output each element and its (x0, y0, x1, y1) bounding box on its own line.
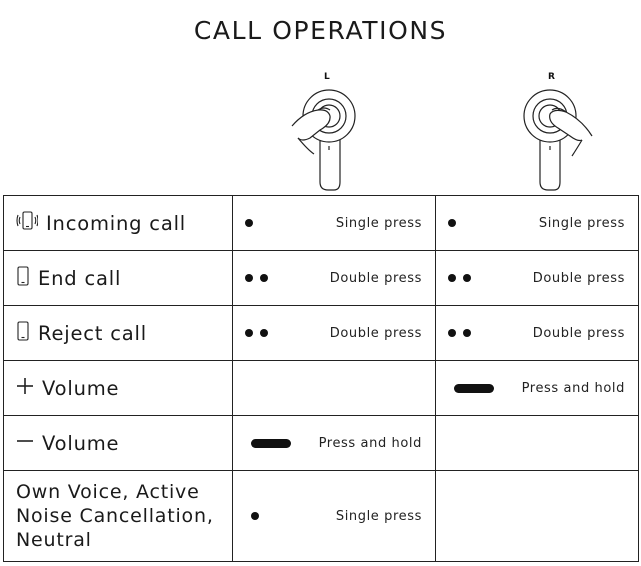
right-action-cell: Double press (435, 250, 639, 306)
right-earbud-label: R (548, 72, 555, 82)
double-press-gesture (245, 274, 268, 282)
double-press-gesture (448, 329, 471, 337)
table-row: Volume Press and hold (3, 360, 639, 416)
press-and-hold-gesture (251, 438, 291, 448)
left-earbud-illustration: L (284, 70, 374, 194)
action-label: Single press (538, 215, 625, 231)
function-label: Reject call (38, 321, 147, 345)
action-label: Double press (329, 270, 422, 286)
function-cell: Volume (3, 415, 233, 471)
action-label: Double press (532, 270, 625, 286)
minus-icon (16, 432, 34, 455)
right-action-cell: Double press (435, 305, 639, 361)
function-cell: Incoming call (3, 195, 233, 251)
table-row: End call Double press Double press (3, 250, 639, 306)
earbud-with-finger-icon (523, 89, 593, 191)
left-earbud-label: L (324, 72, 330, 82)
table-row: Own Voice, Active Noise Cancellation, Ne… (3, 470, 639, 562)
function-cell: End call (3, 250, 233, 306)
right-action-cell: Press and hold (435, 360, 639, 416)
function-cell: Reject call (3, 305, 233, 361)
left-action-cell: Single press (232, 195, 436, 251)
function-label: Incoming call (46, 211, 187, 235)
action-label: Single press (335, 215, 422, 231)
double-press-gesture (448, 274, 471, 282)
phone-icon (16, 265, 30, 292)
right-earbud-illustration: R (514, 70, 604, 194)
earbud-with-finger-icon (291, 89, 356, 191)
function-cell: Own Voice, Active Noise Cancellation, Ne… (3, 470, 233, 562)
action-label: Press and hold (521, 380, 625, 396)
double-press-gesture (245, 329, 268, 337)
table-row: Volume Press and hold (3, 415, 639, 471)
function-label-line: Neutral (16, 529, 92, 551)
phone-icon (16, 320, 30, 347)
right-action-cell-empty (435, 415, 639, 471)
page-title: CALL OPERATIONS (193, 16, 448, 45)
function-label: Volume (42, 431, 120, 455)
phone-ringing-icon (16, 210, 39, 237)
table-row: Reject call Double press Double press (3, 305, 639, 361)
single-press-gesture (251, 512, 259, 520)
single-press-gesture (448, 219, 456, 227)
single-press-gesture (245, 219, 253, 227)
left-action-cell: Double press (232, 250, 436, 306)
press-and-hold-gesture (454, 383, 494, 393)
call-operations-table: Incoming call Single press Single press (3, 195, 639, 562)
left-action-cell: Single press (232, 470, 436, 562)
function-label-line: Own Voice, Active (16, 481, 200, 503)
action-label: Double press (532, 325, 625, 341)
function-cell: Volume (3, 360, 233, 416)
action-label: Single press (335, 508, 422, 524)
left-action-cell-empty (232, 360, 436, 416)
left-action-cell: Press and hold (232, 415, 436, 471)
function-label-line: Noise Cancellation, (16, 505, 214, 527)
action-label: Press and hold (318, 435, 422, 451)
table-row: Incoming call Single press Single press (3, 195, 639, 251)
function-label: Volume (42, 376, 120, 400)
action-label: Double press (329, 325, 422, 341)
right-action-cell-empty (435, 470, 639, 562)
left-action-cell: Double press (232, 305, 436, 361)
function-label: End call (38, 266, 122, 290)
plus-icon (16, 377, 34, 400)
right-action-cell: Single press (435, 195, 639, 251)
